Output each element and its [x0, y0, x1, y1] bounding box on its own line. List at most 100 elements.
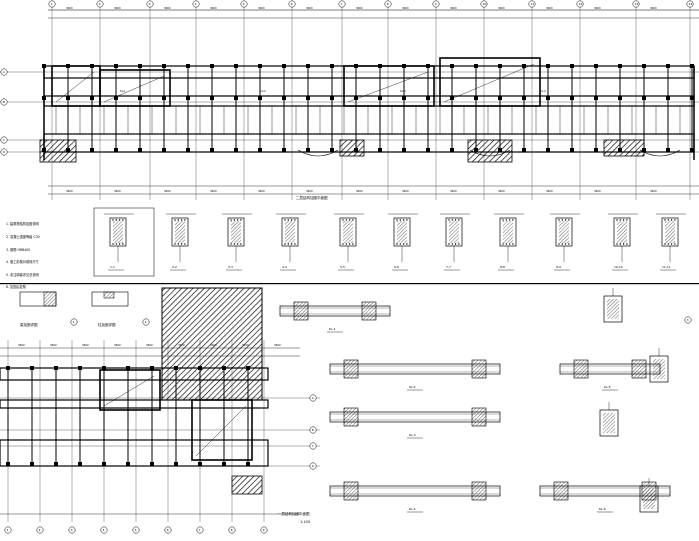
- rebar-dot: [448, 243, 450, 245]
- rebar-dot: [667, 243, 669, 245]
- grid-bubble-side: [0, 136, 8, 144]
- grid-bubble-side: [0, 68, 8, 76]
- rebar-dot: [352, 219, 354, 221]
- rebar-dot: [564, 243, 567, 245]
- column: [54, 462, 58, 466]
- grid-bubble-bottom: [164, 526, 172, 534]
- rebar-dot: [454, 243, 457, 245]
- wall-band-bottom: [0, 439, 269, 467]
- corridor-beam-band: [0, 399, 269, 409]
- rebar-dot: [616, 219, 618, 221]
- grid-bubble-side: [0, 148, 8, 156]
- rebar-dot: [287, 243, 289, 245]
- rebar-dot: [294, 243, 296, 245]
- mini-detail-hatch: [43, 291, 57, 307]
- grid-bubble-label: A: [3, 70, 6, 74]
- column-section: [471, 481, 487, 501]
- dimension-text: 3600: [498, 6, 505, 10]
- rebar-dot: [342, 219, 344, 221]
- rebar-dot: [230, 219, 232, 221]
- column-detail-hatch: [607, 299, 619, 319]
- column: [570, 96, 574, 100]
- column: [666, 64, 670, 68]
- rebar-dot: [287, 219, 289, 221]
- rebar-dot: [670, 243, 673, 245]
- rebar-dot: [348, 219, 351, 221]
- column: [114, 148, 118, 152]
- column: [474, 96, 478, 100]
- rebar-dot: [670, 219, 673, 221]
- rebar-dot: [402, 243, 405, 245]
- lower-floor-plan: 1360023600336004360053600636007360083600…: [0, 287, 320, 534]
- column-section: [631, 359, 647, 379]
- column: [498, 96, 502, 100]
- column-section: [343, 407, 359, 427]
- section-hatch: [503, 221, 513, 243]
- rebar-dot: [230, 243, 232, 245]
- rebar-dot: [122, 219, 124, 221]
- dimension-text: 3600: [450, 6, 457, 10]
- column: [234, 96, 238, 100]
- grid-bubble-label: 9: [263, 528, 265, 532]
- column: [378, 148, 382, 152]
- rebar-dot: [174, 243, 176, 245]
- grid-bubble-label: D: [312, 464, 315, 468]
- note-line: 4. 施工前核对现场尺寸: [6, 260, 39, 265]
- dimension-text: 3600: [114, 343, 121, 347]
- grid-bubble-side: [0, 98, 8, 106]
- grid-bubble-label: 8: [387, 2, 389, 6]
- column-section: [343, 359, 359, 379]
- detail-index-bubble: [142, 318, 150, 326]
- column: [282, 148, 286, 152]
- detail-title-left: 梁加固详图: [20, 323, 38, 327]
- grid-bubble-top: [432, 0, 440, 8]
- column: [6, 366, 10, 370]
- grid-bubble-bottom: [132, 526, 140, 534]
- grid-bubble-label: A: [312, 396, 315, 400]
- rebar-dot: [399, 243, 401, 245]
- beam-label: KL-1: [329, 327, 336, 331]
- section-hatch: [113, 221, 123, 243]
- grid-bubble-label: 2: [145, 320, 147, 324]
- rebar-dot: [622, 243, 625, 245]
- column-detail-hatch: [653, 359, 665, 379]
- general-notes: 1. 建筑物结构加固说明 2. 混凝土强度等级 C30 3. 钢筋 HRB400…: [6, 214, 40, 298]
- grid-bubble-top: [384, 0, 392, 8]
- column: [282, 64, 286, 68]
- grid-bubble-label: D: [3, 150, 6, 154]
- grid-bubble-label: 12: [579, 2, 583, 6]
- column: [102, 366, 106, 370]
- rebar-dot: [505, 243, 507, 245]
- rebar-dot: [399, 219, 401, 221]
- grid-bubble-label: 11: [531, 2, 535, 6]
- hatched-reinforcement-zone: [467, 139, 513, 163]
- column: [306, 64, 310, 68]
- rebar-dot: [512, 243, 514, 245]
- column: [54, 366, 58, 370]
- column: [174, 462, 178, 466]
- column: [126, 366, 130, 370]
- rebar-dot: [664, 243, 666, 245]
- grid-bubble-label: 14: [689, 2, 693, 6]
- column-section: [471, 407, 487, 427]
- column: [162, 64, 166, 68]
- beam-elevation: [329, 411, 501, 423]
- column: [258, 64, 262, 68]
- column: [690, 148, 694, 152]
- grid-bubble-top: [192, 0, 200, 8]
- rebar-dot: [284, 243, 286, 245]
- diagonal-mark: [443, 63, 535, 103]
- column: [522, 148, 526, 152]
- dimension-text: 3600: [210, 189, 217, 193]
- beam-elevation: [329, 363, 501, 375]
- dimension-text: 3600: [498, 189, 505, 193]
- rebar-dot: [233, 243, 235, 245]
- section-label: 3-3: [228, 265, 233, 269]
- column: [150, 462, 154, 466]
- rebar-dot: [558, 243, 560, 245]
- rebar-dot: [664, 219, 666, 221]
- diagonal-mark: [103, 375, 155, 407]
